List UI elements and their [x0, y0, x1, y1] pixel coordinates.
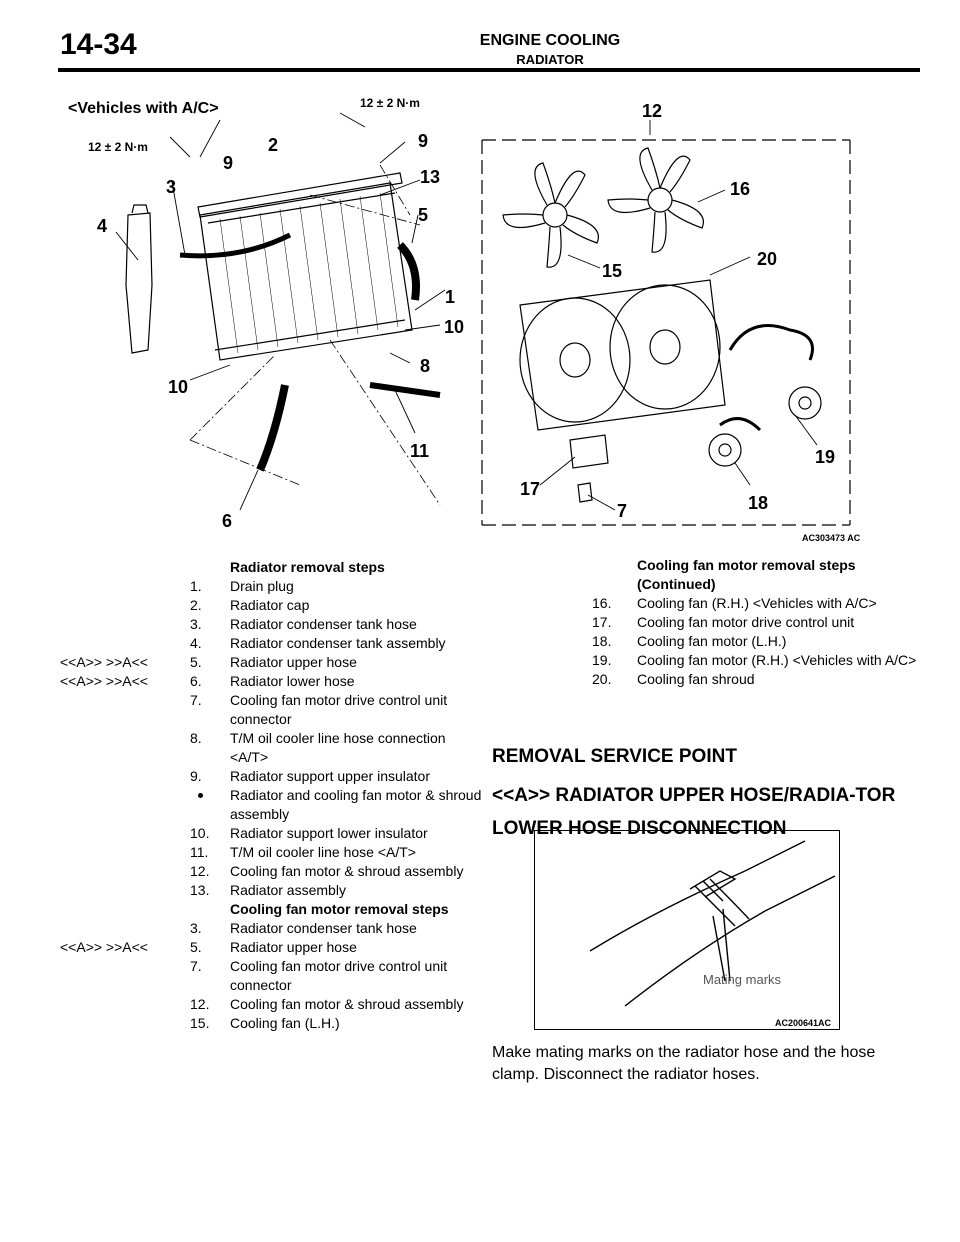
- list-item: <<A>> >>A<<6.Radiator lower hose: [60, 673, 355, 689]
- subsection-title: RADIATOR: [516, 52, 584, 67]
- diagram-title: <Vehicles with A/C>: [68, 100, 219, 117]
- figure-code: AC303473 AC: [802, 533, 861, 543]
- callout-10a: 10: [444, 317, 464, 337]
- list-item: 9.Radiator support upper insulator: [190, 768, 431, 784]
- list-item: <<A>> >>A<<5.Radiator upper hose: [60, 654, 357, 670]
- list-item: 3.Radiator condenser tank hose: [190, 616, 417, 632]
- fan-steps-heading: Cooling fan motor removal steps: [230, 901, 449, 917]
- callout-3: 3: [166, 177, 176, 197]
- torque-spec-left: 12 ± 2 N·m: [88, 140, 148, 154]
- callout-4: 4: [97, 216, 107, 236]
- callout-18: 18: [748, 493, 768, 513]
- callout-8: 8: [420, 356, 430, 376]
- list-item: 15.Cooling fan (L.H.): [190, 1015, 340, 1031]
- fan-steps-continued-list: Cooling fan motor removal steps (Continu…: [480, 556, 920, 689]
- removal-steps-list: Radiator removal steps 1.Drain plug 2.Ra…: [60, 558, 485, 1033]
- callout-9a: 9: [418, 131, 428, 151]
- service-point-subheading: <<A>> RADIATOR UPPER HOSE/RADIA-TOR LOWE…: [492, 785, 896, 839]
- callout-9b: 9: [223, 153, 233, 173]
- list-item: 4.Radiator condenser tank assembly: [190, 635, 446, 651]
- list-item: 16.Cooling fan (R.H.) <Vehicles with A/C…: [592, 595, 877, 611]
- list-item: 3.Radiator condenser tank hose: [190, 920, 417, 936]
- figure-code: AC200641AC: [775, 1018, 832, 1028]
- list-item: 2.Radiator cap: [190, 597, 310, 613]
- callout-17: 17: [520, 479, 540, 499]
- list-item: 10.Radiator support lower insulator: [190, 825, 428, 841]
- callout-10b: 10: [168, 377, 188, 397]
- callout-20: 20: [757, 249, 777, 269]
- radiator-exploded-diagram: <Vehicles with A/C> 12 ± 2 N·m 12 ± 2 N·…: [68, 96, 861, 543]
- list-item: 18.Cooling fan motor (L.H.): [592, 633, 787, 649]
- callout-6: 6: [222, 511, 232, 531]
- torque-spec-top: 12 ± 2 N·m: [360, 96, 420, 110]
- callout-13: 13: [420, 167, 440, 187]
- instruction-text: Make mating marks on the radiator hose a…: [492, 1044, 876, 1083]
- list-item: 12.Cooling fan motor & shroud assembly: [190, 996, 464, 1012]
- page-number: 14-34: [60, 28, 137, 61]
- list-item: 19.Cooling fan motor (R.H.) <Vehicles wi…: [592, 652, 917, 668]
- removal-service-point-heading: REMOVAL SERVICE POINT: [492, 746, 737, 767]
- list-item: 1.Drain plug: [190, 578, 294, 594]
- callout-15: 15: [602, 261, 622, 281]
- callout-11: 11: [410, 441, 429, 461]
- hose-clamp-figure: Mating marks AC200641AC: [534, 830, 840, 1030]
- callout-7: 7: [617, 501, 627, 521]
- list-item: 13.Radiator assembly: [190, 882, 346, 898]
- section-title: ENGINE COOLING: [479, 32, 621, 49]
- removal-steps-heading: Radiator removal steps: [230, 559, 385, 575]
- fan-steps-continued-heading: Cooling fan motor removal steps (Continu…: [637, 557, 856, 592]
- bullet-icon: [198, 793, 203, 798]
- list-item: 7.Cooling fan motor drive control unit c…: [190, 692, 448, 727]
- list-item: 11.T/M oil cooler line hose <A/T>: [190, 844, 416, 860]
- callout-2: 2: [268, 135, 278, 155]
- hose-clamp-illustration: Mating marks AC200641AC: [589, 840, 836, 1028]
- callout-5: 5: [418, 205, 428, 225]
- list-item: Radiator and cooling fan motor & shroud …: [60, 786, 485, 824]
- callout-16: 16: [730, 179, 750, 199]
- callout-19: 19: [815, 447, 835, 467]
- list-item: 7.Cooling fan motor drive control unit c…: [190, 958, 448, 993]
- list-item: 12.Cooling fan motor & shroud assembly: [190, 863, 464, 879]
- list-item: 20.Cooling fan shroud: [592, 671, 755, 687]
- callout-12: 12: [642, 101, 662, 121]
- list-item: <<A>> >>A<<5.Radiator upper hose: [60, 939, 357, 955]
- header-rule: [58, 68, 920, 72]
- list-item: 8.T/M oil cooler line hose connection <A…: [190, 730, 446, 765]
- callout-1: 1: [445, 287, 455, 307]
- mating-marks-label: Mating marks: [703, 972, 782, 987]
- list-item: 17.Cooling fan motor drive control unit: [592, 614, 855, 630]
